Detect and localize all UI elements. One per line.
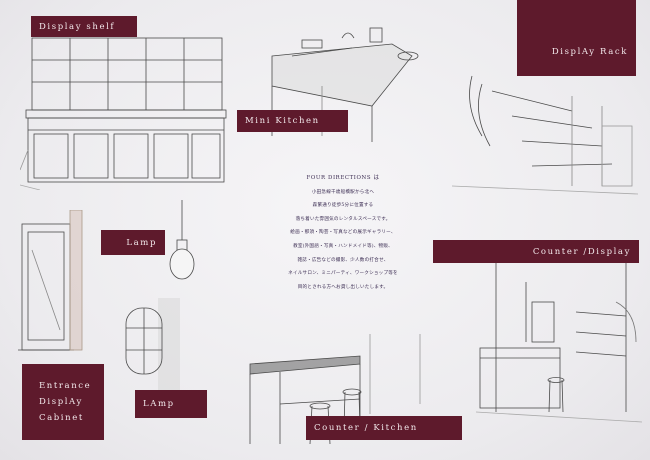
wall-lamp-sketch [120, 298, 180, 390]
display-rack-sketch [452, 56, 638, 196]
description-line: 落ち着いた雰囲気のレンタルスペースです。 [295, 216, 391, 222]
counter-kitchen-label: Counter / Kitchen [306, 416, 462, 440]
description-line: 絵画・那須・陶芸・写真などの展示ギャラリー、 [290, 230, 396, 236]
description-line: ネイルサロン、ミニパーティ、ワークショップ等を [288, 271, 398, 277]
description-line: 教室(外国語・写真・ハンドメイド等)、物販、 [293, 243, 393, 249]
description-line: 小田急線千歳船橋駅から北へ [311, 189, 375, 195]
counter-display-sketch [476, 262, 642, 430]
description-line: FOUR DIRECTIONS は [306, 175, 380, 181]
entrance-label-line-1: Entrance [39, 381, 92, 391]
lamp-top-label: Lamp [101, 230, 165, 255]
description-line: 森繁通り徒歩5分に位置する [312, 203, 374, 209]
description-line: 目的とされる方へお貸し出しいたします。 [297, 284, 389, 290]
entrance-display-cabinet-label: Entrance DisplAy Cabinet [22, 364, 104, 440]
display-shelf-sketch [20, 30, 230, 190]
entrance-cabinet-sketch [14, 210, 84, 360]
space-description: FOUR DIRECTIONS は 小田急線千歳船橋駅から北へ 森繁通り徒歩5分… [248, 172, 438, 294]
display-shelf-label: Display shelf [31, 16, 137, 37]
description-line: 雑誌・広告などの撮影、少人数の打合せ、 [297, 257, 389, 263]
counter-display-label: Counter /Display [433, 240, 639, 263]
entrance-label-line-2: DisplAy [39, 397, 83, 407]
entrance-label-line-3: Cabinet [39, 413, 84, 423]
display-rack-label: DisplAy Rack [517, 0, 636, 76]
mini-kitchen-label: Mini Kitchen [237, 110, 348, 132]
hanging-lamp-sketch [160, 200, 200, 290]
lamp-bottom-label: LAmp [135, 390, 207, 418]
